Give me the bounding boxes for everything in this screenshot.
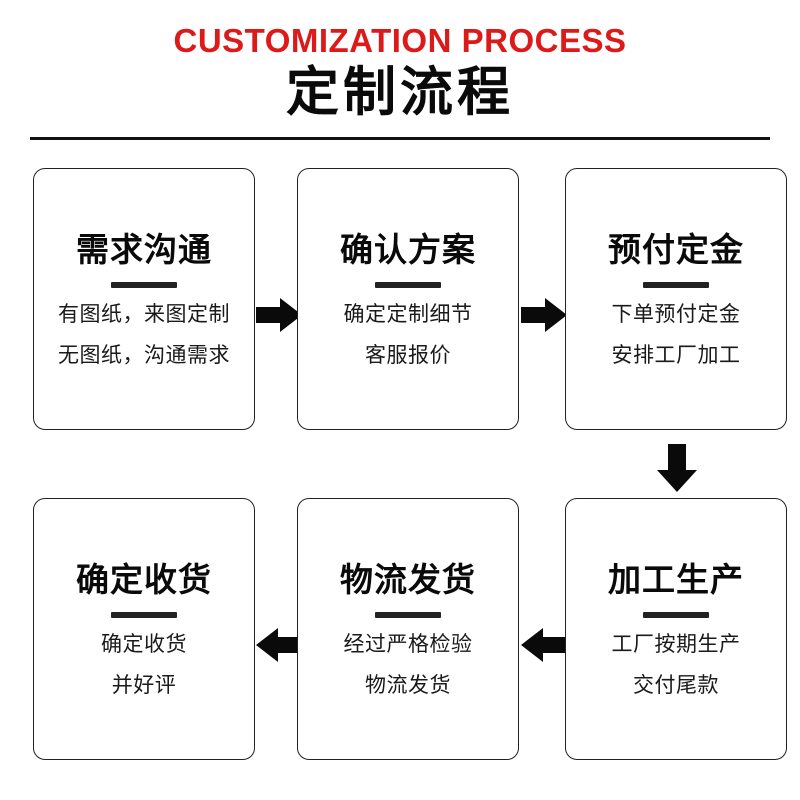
flow-step-title-4: 加工生产 <box>608 559 744 599</box>
flow-step-detail-4-line-2: 交付尾款 <box>633 673 719 698</box>
arrow-down-icon <box>655 444 699 492</box>
flow-step-detail-1-line-1: 有图纸，来图定制 <box>58 302 230 327</box>
flow-step-title-1: 需求沟通 <box>76 229 212 269</box>
flow-step-detail-2-line-1: 确定定制细节 <box>343 302 473 327</box>
flow-step-detail-5-line-2: 物流发货 <box>365 673 451 698</box>
arrow-left-icon <box>521 626 567 664</box>
flow-step-divider-1 <box>111 282 177 289</box>
flow-step-divider-4 <box>643 612 709 619</box>
flow-row-top: 需求沟通 有图纸，来图定制 无图纸，沟通需求 确认方案 确定定制细节 客服报价 … <box>0 168 800 492</box>
page-title-chinese: 定制流程 <box>286 60 514 123</box>
flow-step-divider-3 <box>643 282 709 289</box>
flow-step-detail-5-line-1: 经过严格检验 <box>343 632 473 657</box>
page-header: CUSTOMIZATION PROCESS 定制流程 <box>0 0 800 141</box>
flow-step-title-2: 确认方案 <box>340 229 476 269</box>
arrow-right-icon <box>521 296 567 334</box>
flow-step-detail-3-line-1: 下单预付定金 <box>611 302 741 327</box>
arrow-right-icon <box>256 296 302 334</box>
flow-step-divider-6 <box>111 612 177 619</box>
flow-step-card-2[interactable]: 确认方案 确定定制细节 客服报价 <box>297 168 519 430</box>
flow-step-card-4[interactable]: 加工生产 工厂按期生产 交付尾款 <box>565 498 787 760</box>
flow-step-detail-3-line-2: 安排工厂加工 <box>611 343 741 368</box>
flow-step-title-6: 确定收货 <box>76 559 212 599</box>
flow-step-detail-1-line-2: 无图纸，沟通需求 <box>58 343 230 368</box>
page-title-english: CUSTOMIZATION PROCESS <box>173 22 627 59</box>
flow-step-divider-5 <box>375 612 441 619</box>
flow-step-detail-4-line-1: 工厂按期生产 <box>611 632 741 657</box>
flow-step-divider-2 <box>375 282 441 289</box>
arrow-left-icon <box>256 626 302 664</box>
header-divider-rule <box>30 137 770 141</box>
flow-step-title-5: 物流发货 <box>340 559 476 599</box>
flow-step-title-3: 预付定金 <box>608 229 744 269</box>
flow-step-card-3[interactable]: 预付定金 下单预付定金 安排工厂加工 <box>565 168 787 430</box>
flow-step-card-6[interactable]: 确定收货 确定收货 并好评 <box>33 498 255 760</box>
flow-step-card-1[interactable]: 需求沟通 有图纸，来图定制 无图纸，沟通需求 <box>33 168 255 430</box>
process-flow-diagram: 需求沟通 有图纸，来图定制 无图纸，沟通需求 确认方案 确定定制细节 客服报价 … <box>0 168 800 762</box>
flow-step-detail-6-line-1: 确定收货 <box>101 632 187 657</box>
flow-step-detail-6-line-2: 并好评 <box>111 673 177 698</box>
flow-row-bottom: 确定收货 确定收货 并好评 物流发货 经过严格检验 物流发货 加工生产 工厂按期… <box>0 498 800 762</box>
flow-step-detail-2-line-2: 客服报价 <box>365 343 451 368</box>
flow-step-card-5[interactable]: 物流发货 经过严格检验 物流发货 <box>297 498 519 760</box>
